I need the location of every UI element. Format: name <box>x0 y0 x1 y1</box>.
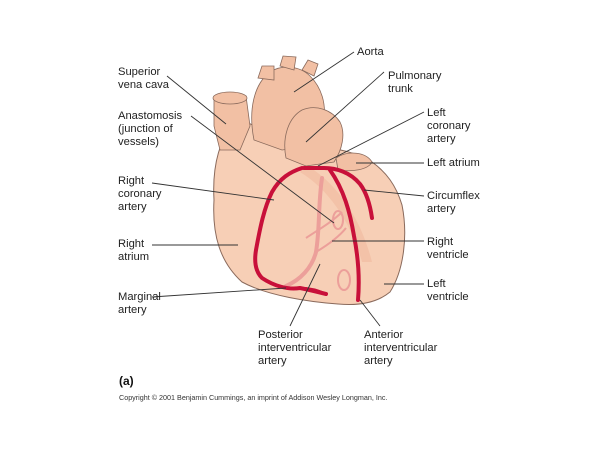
label-right-coronary-artery: Right coronary artery <box>118 175 162 213</box>
aorta-branch-3 <box>301 59 319 77</box>
anastomosis-vessels <box>305 211 347 253</box>
anastomosis-junction <box>332 210 344 230</box>
label-anastomosis: Anastomosis (junction of vessels) <box>118 110 183 148</box>
label-pulmonary-trunk: Pulmonary trunk <box>388 70 442 95</box>
coronary-arteries <box>253 166 374 302</box>
label-aorta: Aorta <box>357 46 384 58</box>
label-superior-vena-cava: Superior vena cava <box>118 66 169 91</box>
label-right-ventricle: Right ventricle <box>427 236 469 261</box>
label-right-atrium: Right atrium <box>118 238 150 263</box>
anterior-interventricular-vessel <box>328 168 361 302</box>
leader-anastomosis <box>190 115 335 224</box>
vena-cava-opening <box>212 91 248 105</box>
label-circumflex-artery: Circumflex artery <box>427 190 480 215</box>
aorta-branch-2 <box>279 55 297 71</box>
leader-pulmonary-trunk <box>305 71 385 143</box>
aorta-branch-1 <box>257 65 275 81</box>
leader-marginal-artery <box>151 287 287 298</box>
leader-posterior-interventricular <box>289 263 321 327</box>
label-left-atrium: Left atrium <box>427 157 480 169</box>
branch-loop <box>337 269 351 291</box>
leader-aorta <box>293 51 355 93</box>
leader-right-coronary-artery <box>151 182 275 201</box>
panel-label: (a) <box>119 374 134 388</box>
label-left-ventricle: Left ventricle <box>427 278 469 303</box>
label-anterior-interventricular-artery: Anterior interventricular artery <box>364 329 438 367</box>
label-marginal-artery: Marginal artery <box>118 291 161 316</box>
leader-circumflex-artery <box>363 189 425 197</box>
label-posterior-interventricular-artery: Posterior interventricular artery <box>258 329 332 367</box>
leader-lines <box>151 51 425 327</box>
copyright-notice: Copyright © 2001 Benjamin Cummings, an i… <box>119 393 388 402</box>
leader-anterior-interventricular <box>359 299 381 327</box>
label-left-coronary-artery: Left coronary artery <box>427 107 471 145</box>
leader-superior-vena-cava <box>166 75 227 125</box>
leader-left-coronary-artery <box>317 111 425 167</box>
marginal-artery-vessel <box>298 286 328 296</box>
